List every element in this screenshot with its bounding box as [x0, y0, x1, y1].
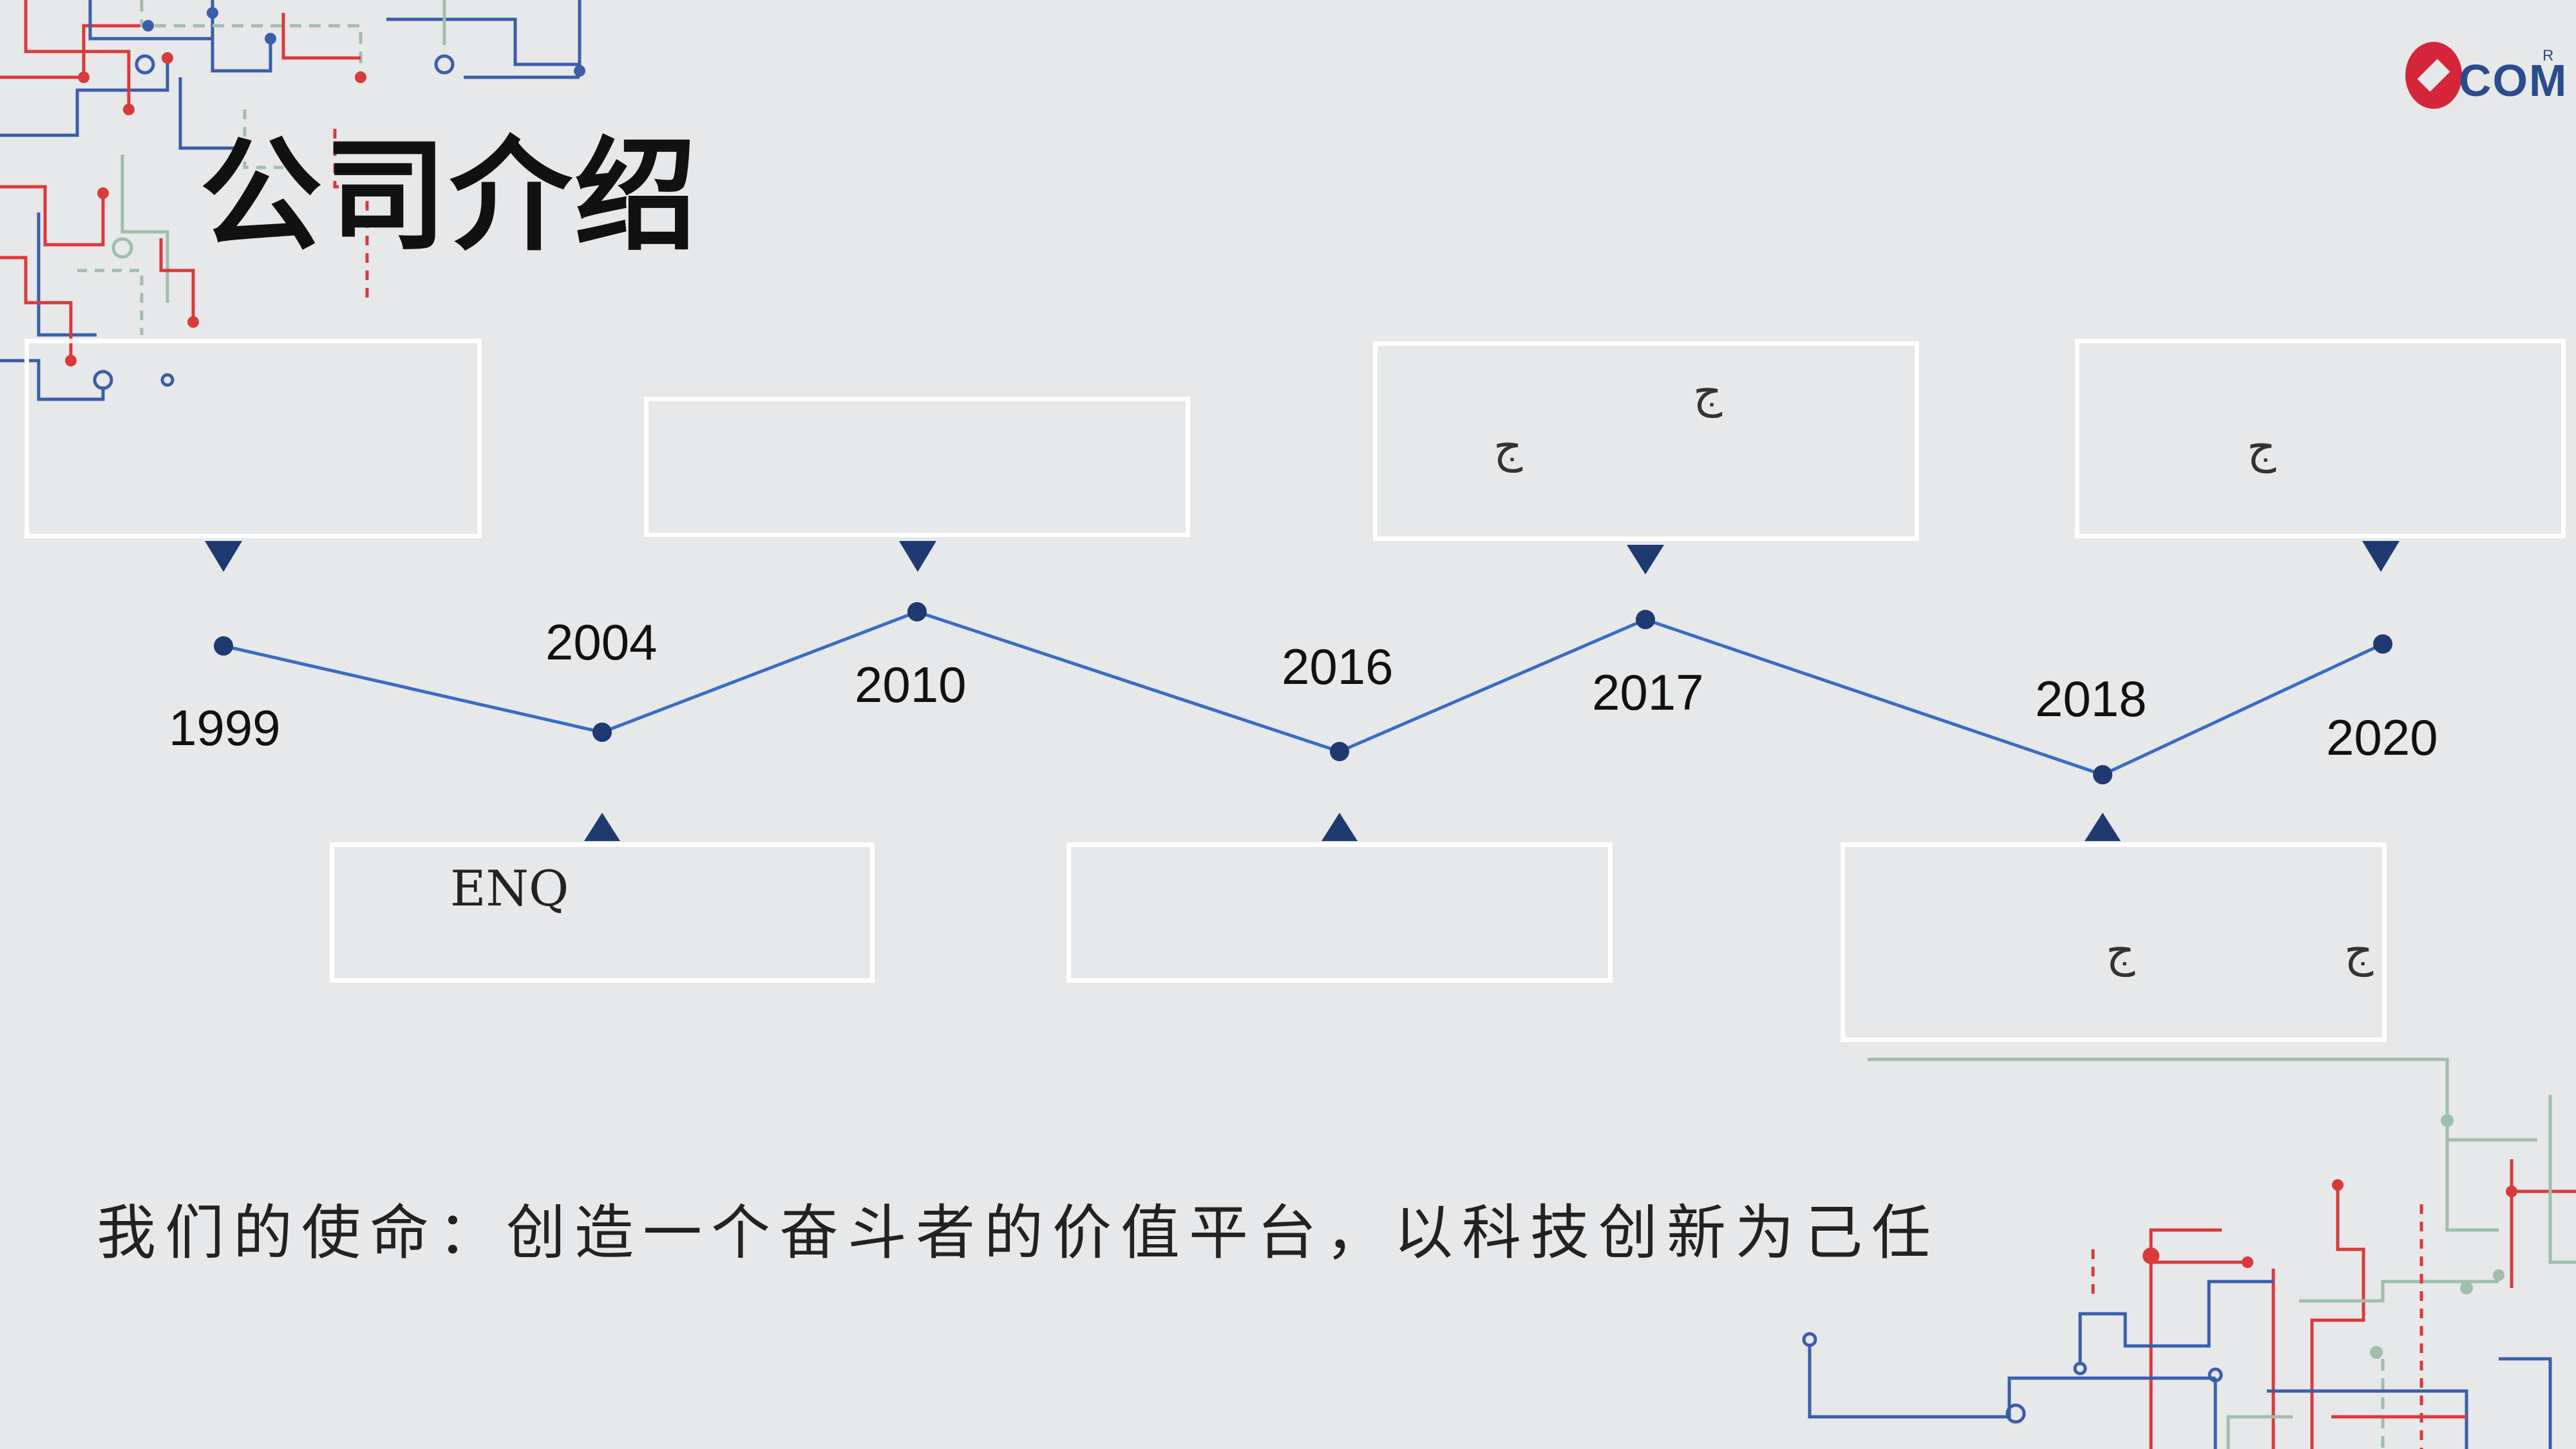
page-title: 公司介绍: [200, 125, 700, 267]
box-text: ج: [2344, 924, 2374, 977]
arrow-down-icon: [205, 541, 242, 572]
arrow-down-icon: [2362, 541, 2400, 572]
timeline-box-1999: [24, 339, 482, 538]
year-label-2016: 2016: [1282, 638, 1394, 695]
year-label-2018: 2018: [2035, 670, 2147, 727]
timeline-dot-2020: [2373, 634, 2392, 654]
timeline-dot-2018: [2093, 765, 2112, 784]
box-text: ج: [1693, 365, 1723, 418]
timeline-dot-2017: [1636, 610, 1655, 629]
timeline-dot-2010: [907, 602, 927, 621]
arrow-up-icon: [2085, 813, 2121, 841]
timeline-dot-2004: [592, 723, 612, 742]
logo-mark-icon: [2405, 42, 2462, 109]
registered-mark: R: [2543, 47, 2554, 64]
arrow-up-icon: [584, 813, 620, 841]
timeline-box-2020: ج: [2075, 339, 2566, 538]
year-label-2004: 2004: [545, 614, 658, 670]
box-text: ENQ: [450, 860, 569, 917]
timeline-box-2016: [1066, 842, 1613, 983]
timeline-dot-1999: [214, 636, 233, 656]
year-label-1999: 1999: [169, 699, 281, 756]
year-label-2017: 2017: [1592, 664, 1704, 721]
arrow-down-icon: [899, 541, 936, 572]
box-text: ج: [2106, 924, 2136, 977]
arrow-up-icon: [1321, 813, 1358, 841]
logo-text: COM: [2459, 55, 2568, 106]
year-label-2020: 2020: [2326, 709, 2438, 766]
timeline-box-2004: ENQ: [330, 842, 875, 983]
mission-statement: 我们的使命：创造一个奋斗者的价值平台，以科技创新为己任: [97, 1198, 1940, 1267]
box-text: ج: [1493, 420, 1523, 473]
timeline-box-2018: ج ج: [1841, 842, 2387, 1042]
box-text: ج: [2247, 421, 2277, 473]
timeline-box-2010: [644, 397, 1190, 537]
year-label-2010: 2010: [855, 656, 967, 713]
timeline-box-2017: ج ج: [1373, 341, 1919, 541]
company-logo: COM R: [2396, 35, 2566, 119]
timeline-dot-2016: [1330, 742, 1349, 761]
arrow-down-icon: [1627, 545, 1664, 574]
